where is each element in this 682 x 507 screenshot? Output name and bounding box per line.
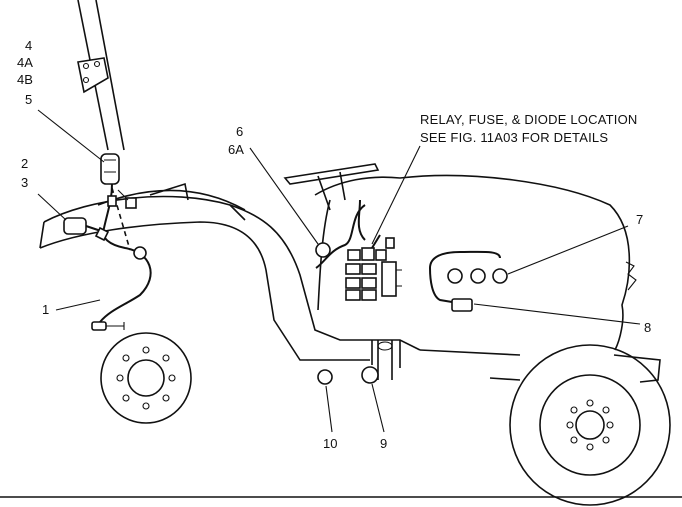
leader-lines — [37, 109, 641, 433]
rops-bar — [77, 0, 125, 151]
relay-fuse-block — [345, 234, 402, 301]
headlight — [63, 217, 110, 242]
dash-harness — [315, 199, 366, 269]
callout-3: 3 — [21, 175, 29, 190]
relay-note-line1: RELAY, FUSE, & DIODE LOCATION — [420, 112, 638, 127]
work-light — [100, 153, 120, 185]
callout-4b: 4B — [17, 72, 33, 87]
callout-6: 6 — [236, 124, 244, 139]
callout-10: 10 — [323, 436, 338, 451]
callout-8: 8 — [644, 320, 652, 335]
callout-6a: 6A — [228, 142, 244, 157]
callout-7: 7 — [636, 212, 644, 227]
callout-1: 1 — [42, 302, 50, 317]
instrument-cluster — [428, 250, 508, 312]
callout-4a: 4A — [17, 55, 33, 70]
front-harness — [91, 183, 152, 331]
tractor-body — [39, 163, 661, 383]
callout-5: 5 — [25, 92, 33, 107]
callout-9: 9 — [380, 436, 388, 451]
callout-2: 2 — [21, 156, 29, 171]
relay-note-line2: SEE FIG. 11A03 FOR DETAILS — [420, 130, 609, 145]
rear-wheel — [509, 344, 671, 506]
callout-4: 4 — [25, 38, 33, 53]
component-10 — [317, 369, 333, 385]
component-9 — [361, 366, 379, 384]
front-wheel — [100, 332, 192, 424]
